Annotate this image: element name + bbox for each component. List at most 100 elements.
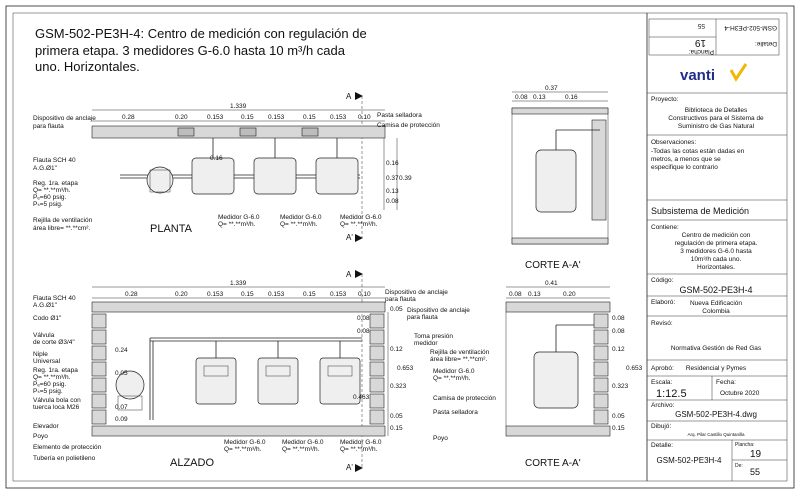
- alzado-rejilla-2: área libre= **.**cm².: [430, 356, 487, 363]
- alzado-right-dim: 0.323: [390, 383, 407, 390]
- alzado-dim: 0.15: [303, 291, 316, 298]
- alzado-dim: 0.15: [241, 291, 254, 298]
- reviso-label: Revisó:: [651, 320, 673, 327]
- alzado-flauta-1: Flauta SCH 40: [33, 295, 76, 302]
- planta-reg-4: Pₛ=5 psig.: [33, 201, 63, 208]
- alzado-left-dim: 0.09: [115, 416, 128, 423]
- alzado-flauta-2: A.G.Ø1": [33, 302, 58, 309]
- planta-view-label: PLANTA: [150, 223, 193, 235]
- planta-reg-1: Reg. 1ra. etapa: [33, 180, 78, 187]
- alzado-poyo-right: Poyo: [433, 435, 448, 442]
- alzado-medidor-1: Medidor G-6.0: [433, 368, 475, 375]
- planta-meter-2: [253, 157, 297, 195]
- plancha-label: Plancha:: [735, 442, 754, 448]
- planta-vdim: 0.13: [386, 188, 399, 195]
- alzado-dim: 0.153: [330, 291, 347, 298]
- planta-view: A A' 1.339 0.28 0.20 0.153 0.15 0.153 0.…: [33, 92, 440, 242]
- alzado-regulator: [115, 370, 145, 400]
- corte-bottom-view: 0.41 0.08 0.13 0.20 0.08 0.08 0.12 0.653…: [505, 280, 643, 469]
- alzado-rejilla-1: Rejilla de ventilación: [430, 349, 490, 356]
- planta-dim: 0.153: [207, 114, 224, 121]
- de-value: 55: [750, 467, 760, 477]
- top-strip-sheet-value: 55: [697, 22, 705, 29]
- planta-vdim: 0.39: [399, 175, 412, 182]
- vanti-logo-text: vanti: [680, 67, 715, 84]
- alzado-dim: 0.10: [358, 291, 371, 298]
- section-arrow-icon: [355, 270, 363, 278]
- subsistema-title: Subsistema de Medición: [651, 206, 749, 216]
- contiene-label: Contiene:: [651, 224, 679, 231]
- elaboro-value-2: Colombia: [702, 308, 730, 315]
- planta-camisa: Camisa de protección: [377, 122, 440, 129]
- planta-vdim: 0.16: [210, 155, 223, 162]
- alzado-valvula-bola-1: Válvula bola con: [33, 397, 81, 404]
- alzado-right-dim: 0.08: [357, 315, 370, 322]
- planta-vdim: 0.37: [386, 175, 399, 182]
- escala-value: 1:12.5: [656, 388, 687, 400]
- alzado-dim: 0.28: [125, 291, 138, 298]
- corte-bottom-dim: 0.13: [528, 291, 541, 298]
- planta-flauta-1: Flauta SCH 40: [33, 157, 76, 164]
- alzado-camisa: Camisa de protección: [433, 395, 496, 402]
- top-strip-plancha-label: Plancha:: [689, 48, 714, 55]
- outer-border: [5, 5, 795, 489]
- alzado-right-brick-column: [369, 313, 385, 425]
- alzado-valvula-2: de corte Ø3/4": [33, 339, 75, 346]
- corte-bottom-top-slab: [505, 301, 611, 313]
- alzado-top-slab: [91, 301, 386, 313]
- alzado-dispositivo-1: Dispositivo de anclaje: [385, 289, 448, 296]
- alzado-view: A A' 1.339 0.28 0.20 0.153 0.15 0.153 0.…: [33, 270, 496, 472]
- section-arrow-icon: [355, 234, 363, 242]
- codigo-label: Código:: [651, 277, 674, 284]
- alzado-dim-total: 1.339: [230, 280, 247, 287]
- alzado-right-dim: 0.15: [390, 425, 403, 432]
- observaciones-label: Observaciones:: [651, 139, 696, 146]
- planta-dim: 0.15: [241, 114, 254, 121]
- de-label: De:: [735, 463, 743, 469]
- planta-meter-2-name: Medidor G-6.0: [280, 214, 322, 221]
- planta-rejilla-2: área libre= **.**cm².: [33, 225, 90, 232]
- title-line-3: uno. Horizontales.: [35, 59, 140, 74]
- planta-wall: [91, 125, 386, 139]
- fecha-label: Fecha:: [716, 379, 736, 386]
- alzado-meter-2-q: Q= **.**m³/h.: [282, 446, 320, 453]
- alzado-valvula-1: Válvula: [33, 332, 55, 339]
- proyecto-value-1: Biblioteca de Detalles: [685, 107, 748, 114]
- alzado-dispositivo-2: para flauta: [385, 296, 416, 303]
- planta-dim: 0.153: [268, 114, 285, 121]
- contiene-5: Horizontales.: [697, 264, 735, 271]
- title-line-1: GSM-502-PE3H-4: Centro de medición con r…: [35, 26, 367, 41]
- aprobo-label: Aprobó:: [651, 365, 674, 372]
- corte-top-label: CORTE A-A': [525, 260, 581, 271]
- alzado-right-dim: 0.653: [397, 365, 414, 372]
- elaboro-value-1: Nueva Edificación: [690, 300, 742, 307]
- alzado-left-dim: 0.05: [115, 370, 128, 377]
- section-arrow-icon: [355, 92, 363, 100]
- planta-dispositivo-2: para flauta: [33, 123, 64, 130]
- proyecto-label: Proyecto:: [651, 96, 679, 103]
- planta-dim: 0.20: [175, 114, 188, 121]
- aprobo-value: Residencial y Pymes: [686, 365, 747, 372]
- planta-meter-1: [191, 157, 235, 195]
- top-strip-plancha-value: 19: [694, 37, 706, 48]
- contiene-4: 10m³/h cada uno.: [691, 256, 742, 263]
- alzado-meter-1: [195, 357, 237, 405]
- observaciones-value-1: -Todas las cotas están dadas en: [651, 148, 745, 155]
- alzado-valvula-bola-2: tuerca loca M26: [33, 404, 80, 411]
- corte-bottom-right-dim: 0.08: [612, 328, 625, 335]
- alzado-meter-2: [257, 357, 299, 405]
- proyecto-value-2: Constructivos para el Sistema de: [668, 115, 764, 122]
- planta-rejilla-1: Rejilla de ventilación: [33, 217, 93, 224]
- alzado-codo: Codo Ø1": [33, 315, 62, 322]
- planta-meter-3-name: Medidor G-6.0: [340, 214, 382, 221]
- corte-bottom-right-dim: 0.05: [612, 413, 625, 420]
- alzado-right-dim: 0.463: [353, 394, 370, 401]
- observaciones-value-2: metros, a menos que se: [651, 156, 721, 163]
- corte-top-meter: [535, 149, 577, 213]
- planta-meter-3-q: Q= **.**m³/h.: [340, 221, 378, 228]
- alzado-left-brick-column: [91, 313, 107, 425]
- top-strip-code: GSM-502-PE3H-4: [724, 24, 777, 31]
- detalle-label: Detalle:: [651, 442, 673, 449]
- alzado-right-dim: 0.05: [390, 306, 403, 313]
- planta-dim: 0.15: [303, 114, 316, 121]
